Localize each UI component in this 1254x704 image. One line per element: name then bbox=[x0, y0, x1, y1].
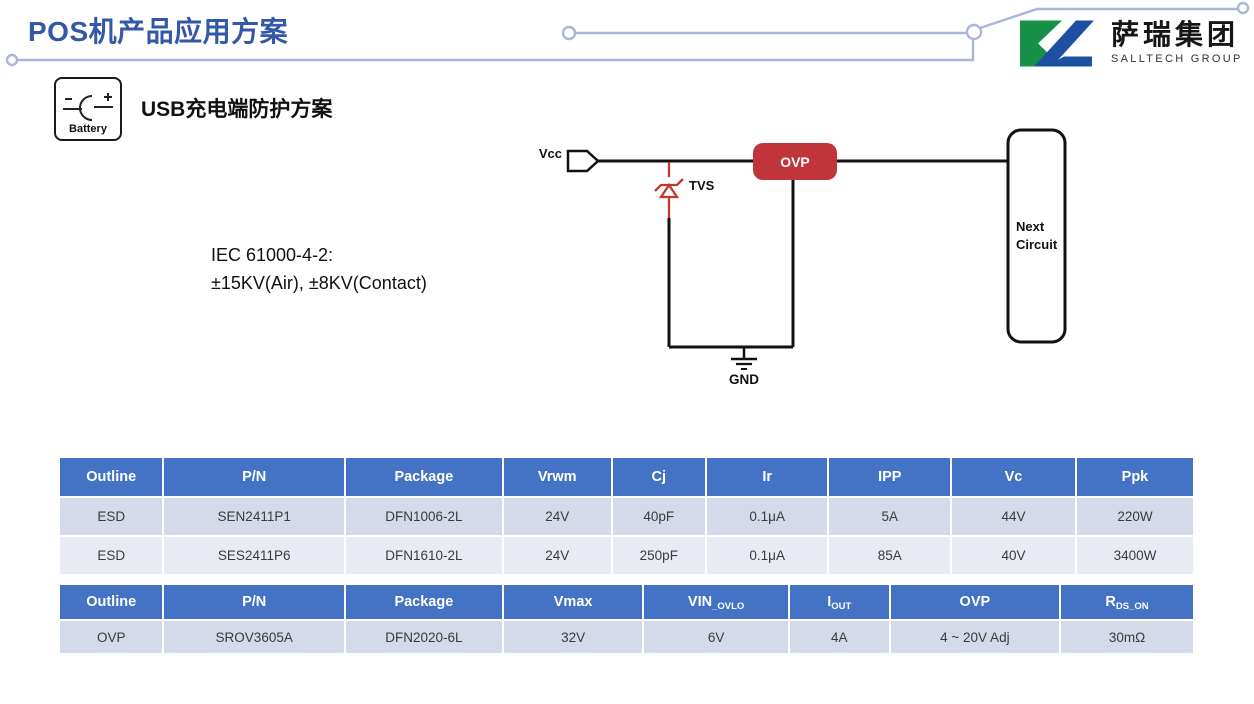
page-title: POS机产品应用方案 bbox=[28, 16, 289, 47]
ovp-spec-table: Outline P/N Package Vmax VIN_OVLO IOUT O… bbox=[57, 583, 1196, 655]
gnd-symbol-icon bbox=[731, 357, 757, 370]
logo-text: 萨瑞集团 SALLTECH GROUP bbox=[1111, 19, 1243, 66]
header-main: P/N bbox=[242, 594, 267, 610]
cell: SEN2411P1 bbox=[162, 496, 346, 537]
deco-line-lower bbox=[17, 40, 975, 62]
table-header-row: Outline P/N Package Vrwm Cj Ir IPP Vc Pp… bbox=[57, 456, 1196, 498]
col-header: Package bbox=[344, 456, 504, 498]
section-heading-cn: 充电端防护方案 bbox=[185, 97, 333, 121]
col-header: P/N bbox=[162, 456, 346, 498]
deco-line-upper bbox=[979, 7, 1238, 30]
col-header: Ir bbox=[704, 456, 830, 498]
header-main: Outline bbox=[86, 594, 137, 610]
next-circuit-label-line1: Next bbox=[1016, 219, 1045, 234]
esd-spec-table: Outline P/N Package Vrwm Cj Ir IPP Vc Pp… bbox=[57, 456, 1196, 576]
header-main: I bbox=[827, 594, 832, 610]
deco-node-icon bbox=[5, 53, 19, 67]
header-sub: _OVLO bbox=[712, 601, 745, 612]
cell: 220W bbox=[1074, 496, 1196, 537]
iec-line2: ±15KV(Air), ±8KV(Contact) bbox=[211, 273, 427, 293]
salltech-logo-icon bbox=[1020, 20, 1094, 67]
cell: 5A bbox=[827, 496, 953, 537]
header-main: Package bbox=[394, 594, 454, 610]
next-circuit-label-line2: Circuit bbox=[1016, 237, 1058, 252]
tvs-label: TVS bbox=[689, 178, 715, 193]
cell: 0.1μA bbox=[704, 535, 830, 576]
cell: ESD bbox=[57, 535, 165, 576]
cell: 85A bbox=[827, 535, 953, 576]
battery-label: Battery bbox=[69, 123, 107, 135]
cell: 32V bbox=[501, 619, 645, 655]
cell: 250pF bbox=[610, 535, 707, 576]
col-header: Vmax bbox=[501, 583, 645, 621]
cell: 3400W bbox=[1074, 535, 1196, 576]
vcc-port-icon bbox=[566, 149, 600, 173]
header-main: R bbox=[1105, 594, 1116, 610]
header-main: OVP bbox=[959, 594, 991, 610]
cell: 6V bbox=[642, 619, 790, 655]
tvs-diode-triangle-icon bbox=[658, 182, 680, 199]
deco-node-icon bbox=[1236, 1, 1250, 15]
cell: DFN1006-2L bbox=[344, 496, 504, 537]
cell: DFN1610-2L bbox=[344, 535, 504, 576]
col-header: Vc bbox=[950, 456, 1077, 498]
table-row: OVP SROV3605A DFN2020-6L 32V 6V 4A 4 ~ 2… bbox=[57, 619, 1196, 655]
logo-name-cn: 萨瑞集团 bbox=[1111, 19, 1240, 50]
header-sub: DS_ON bbox=[1115, 601, 1149, 612]
cell: DFN2020-6L bbox=[344, 619, 504, 655]
cell: 4 ~ 20V Adj bbox=[888, 619, 1061, 655]
battery-icon-box: Battery bbox=[54, 77, 122, 141]
gnd-label: GND bbox=[729, 372, 759, 387]
deco-node-icon bbox=[561, 25, 577, 41]
company-logo: 萨瑞集团 SALLTECH GROUP bbox=[1020, 20, 1243, 67]
cell: OVP bbox=[57, 619, 165, 655]
ovp-block-label: OVP bbox=[780, 154, 810, 170]
header-main: Vmax bbox=[553, 594, 593, 610]
cell: 24V bbox=[501, 535, 613, 576]
section-heading-en: USB bbox=[141, 98, 186, 121]
deco-node-icon bbox=[965, 23, 983, 41]
col-header: Outline bbox=[57, 456, 165, 498]
cell: SES2411P6 bbox=[162, 535, 346, 576]
table-header-row: Outline P/N Package Vmax VIN_OVLO IOUT O… bbox=[57, 583, 1196, 621]
col-header: OVP bbox=[888, 583, 1061, 621]
iec-line1: IEC 61000-4-2: bbox=[211, 245, 334, 265]
cell: 0.1μA bbox=[704, 496, 830, 537]
col-header: Outline bbox=[57, 583, 165, 621]
col-header: P/N bbox=[162, 583, 346, 621]
col-header: Ppk bbox=[1074, 456, 1196, 498]
cell: 30mΩ bbox=[1058, 619, 1196, 655]
circuit-trace-decoration bbox=[5, 1, 1250, 67]
battery-icon bbox=[63, 93, 113, 121]
iec-standard-note: IEC 61000-4-2: ±15KV(Air), ±8KV(Contact) bbox=[211, 241, 427, 297]
header-sub: OUT bbox=[831, 601, 852, 612]
table-row: ESD SES2411P6 DFN1610-2L 24V 250pF 0.1μA… bbox=[57, 535, 1196, 576]
table-row: ESD SEN2411P1 DFN1006-2L 24V 40pF 0.1μA … bbox=[57, 496, 1196, 537]
col-header: IPP bbox=[827, 456, 953, 498]
section-heading: USB充电端防护方案 bbox=[141, 93, 332, 123]
next-circuit-block bbox=[1006, 128, 1067, 344]
cell: 4A bbox=[787, 619, 891, 655]
cell: SROV3605A bbox=[162, 619, 346, 655]
cell: 44V bbox=[950, 496, 1077, 537]
cell: ESD bbox=[57, 496, 165, 537]
col-header: Package bbox=[344, 583, 504, 621]
col-header: IOUT bbox=[787, 583, 891, 621]
col-header: RDS_ON bbox=[1058, 583, 1196, 621]
cell: 40V bbox=[950, 535, 1077, 576]
col-header: VIN_OVLO bbox=[642, 583, 790, 621]
col-header: Cj bbox=[610, 456, 707, 498]
vcc-label: Vcc bbox=[539, 146, 562, 161]
col-header: Vrwm bbox=[501, 456, 613, 498]
cell: 40pF bbox=[610, 496, 707, 537]
circuit-diagram: Vcc TVS GND OVP Next Circuit bbox=[539, 128, 1067, 387]
ovp-block bbox=[753, 143, 837, 180]
logo-name-en: SALLTECH GROUP bbox=[1111, 53, 1243, 65]
cell: 24V bbox=[501, 496, 613, 537]
header-main: VIN bbox=[687, 594, 713, 610]
